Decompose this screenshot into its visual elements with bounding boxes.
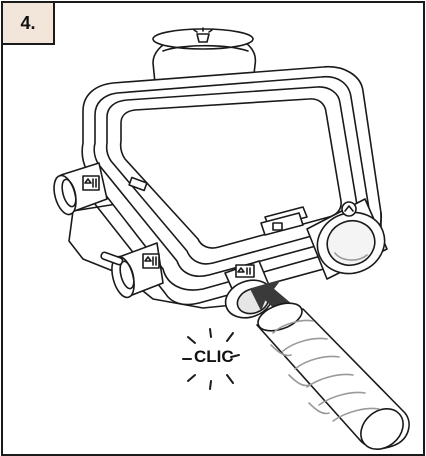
left-upper-spigot — [53, 162, 108, 216]
right-spigot — [306, 198, 388, 280]
clic-burst — [182, 328, 240, 390]
top-spigot — [152, 27, 257, 84]
ventilation-unit — [68, 27, 382, 309]
house-bath-icon — [142, 253, 160, 269]
step-number-badge: 4. — [3, 3, 55, 45]
house-icon — [341, 201, 357, 217]
front-label-tab — [260, 206, 308, 236]
lamp-icon — [193, 27, 213, 43]
step-number-label: 4. — [20, 12, 36, 33]
house-bath-icon — [82, 175, 100, 191]
clic-label: CLIC — [194, 347, 234, 366]
flexible-duct — [256, 302, 410, 451]
left-lower-spigot — [100, 242, 164, 299]
house-bath-icon — [235, 264, 255, 278]
installation-diagram — [53, 27, 410, 451]
